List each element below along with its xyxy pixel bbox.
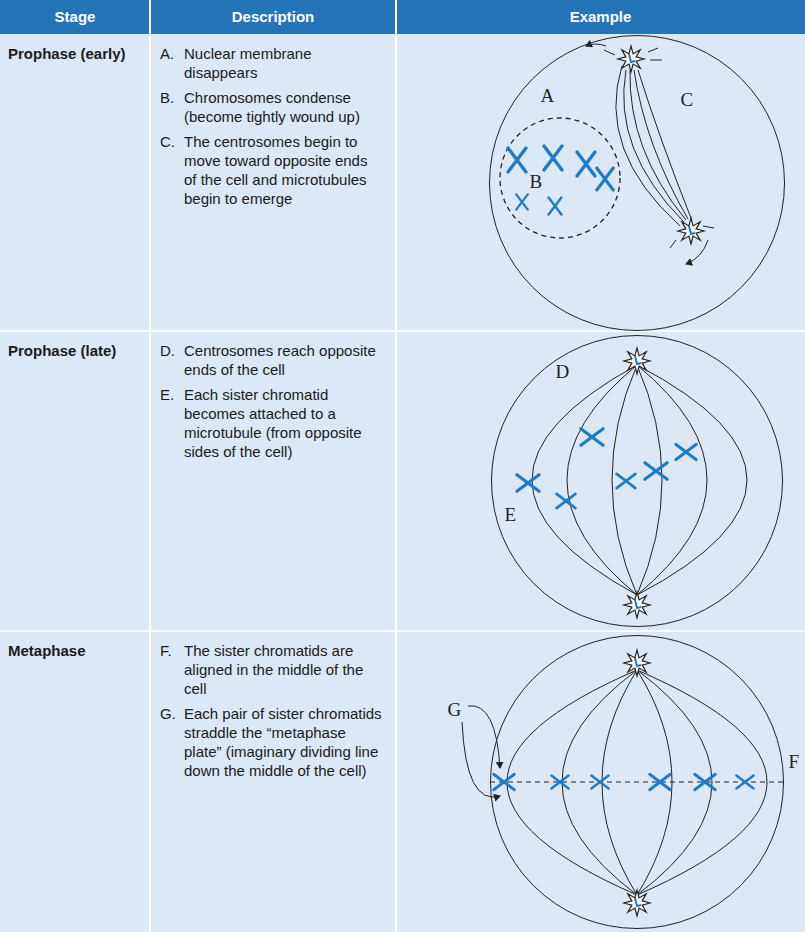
item-text: The sister chromatids are aligned in the…	[184, 641, 384, 698]
callout-letter: D	[556, 362, 570, 382]
description-item: C.The centrosomes begin to move toward o…	[160, 132, 384, 208]
column-header: Description	[150, 8, 396, 25]
item-text: Centrosomes reach opposite ends of the c…	[184, 341, 384, 379]
item-letter: F.	[160, 641, 184, 698]
stage-name: Prophase (early)	[8, 44, 138, 63]
metaphase-figure	[462, 650, 784, 916]
description-item: D.Centrosomes reach opposite ends of the…	[160, 341, 384, 379]
item-letter: G.	[160, 704, 184, 780]
item-letter: B.	[160, 88, 184, 126]
item-letter: A.	[160, 44, 184, 82]
callout-letter: C	[681, 90, 694, 110]
item-text: Chromosomes condense (become tightly wou…	[184, 88, 384, 126]
item-text: Each sister chromatid becomes attached t…	[184, 385, 384, 461]
item-letter: C.	[160, 132, 184, 208]
callout-letter: A	[541, 86, 555, 106]
description-item: F.The sister chromatids are aligned in t…	[160, 641, 384, 698]
late-prophase-figure	[517, 348, 747, 618]
cell-circle: GF	[490, 635, 784, 929]
description-item: A.Nuclear membrane disappears	[160, 44, 384, 82]
cell-circle: A B C	[489, 35, 785, 331]
item-letter: D.	[160, 341, 184, 379]
column-header: Example	[396, 8, 805, 25]
cell-circle: DE	[491, 335, 783, 627]
item-text: Each pair of sister chromatids straddle …	[184, 704, 384, 780]
item-text: The centrosomes begin to move toward opp…	[184, 132, 384, 208]
item-letter: E.	[160, 385, 184, 461]
callout-letter: B	[530, 172, 543, 192]
column-header: Stage	[0, 8, 150, 25]
stage-name: Prophase (late)	[8, 341, 138, 360]
callout-letter: F	[789, 752, 800, 772]
callout-letter: E	[505, 505, 517, 525]
stage-name: Metaphase	[8, 641, 138, 660]
description-item: G.Each pair of sister chromatids straddl…	[160, 704, 384, 780]
early-prophase-figure	[500, 44, 714, 264]
callout-letter: G	[448, 700, 462, 720]
description-item: B.Chromosomes condense (become tightly w…	[160, 88, 384, 126]
description-item: E.Each sister chromatid becomes attached…	[160, 385, 384, 461]
item-text: Nuclear membrane disappears	[184, 44, 384, 82]
